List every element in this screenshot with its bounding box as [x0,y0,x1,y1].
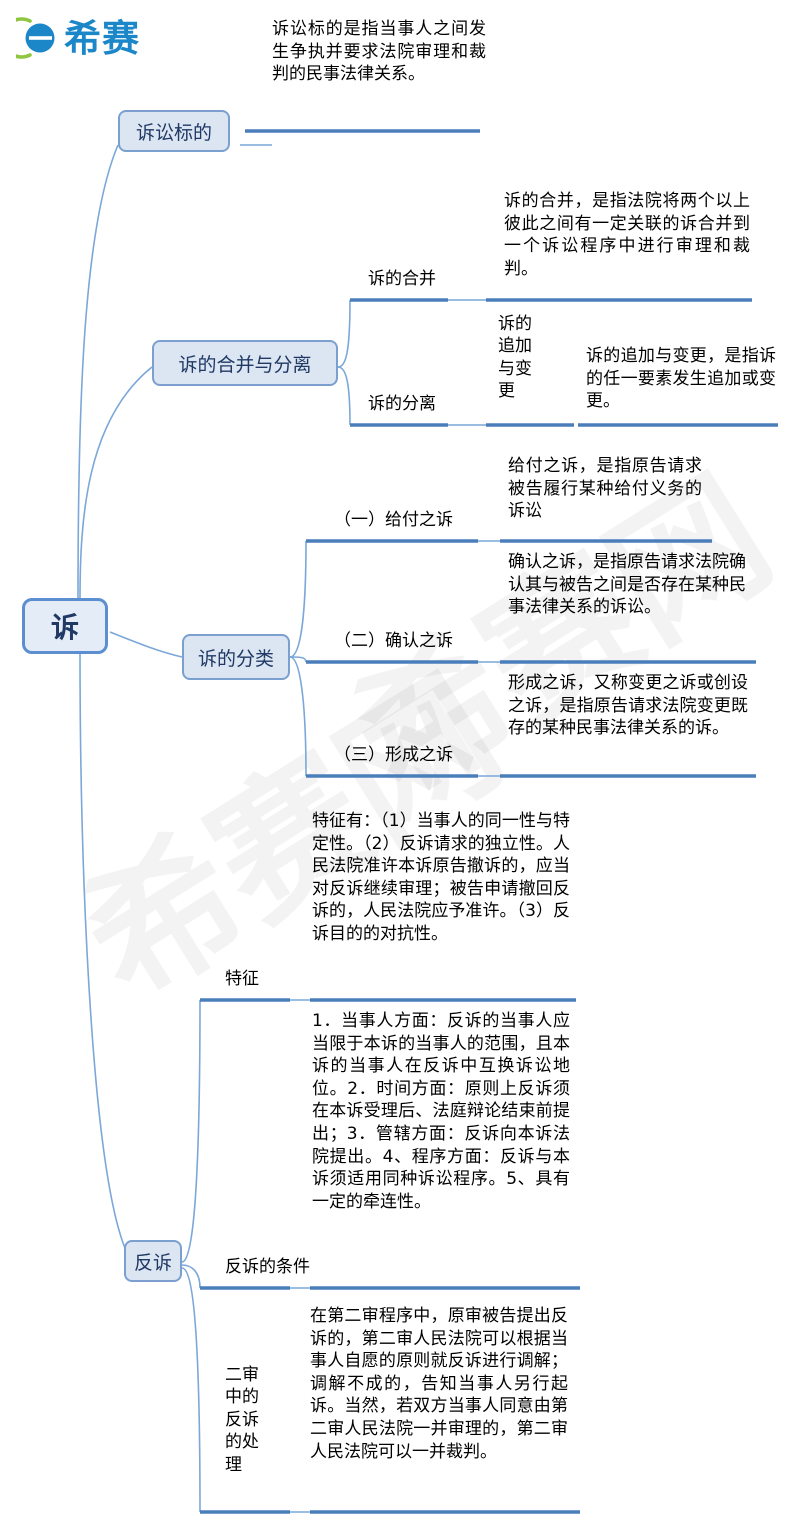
wire-fenlei-child-2 [289,656,307,663]
child-label-xingcheng-zhi-su: （三）形成之诉 [334,745,453,765]
detail-jifu-zhi-su: 给付之诉，是指原告请求被告履行某种给付义务的诉讼 [508,456,702,522]
child-label-ershen-fansu-chuli: 二审中的反诉的处理 [225,1365,259,1475]
wire-fansu-child-1 [181,999,201,1263]
branch-node-su-fenlei[interactable]: 诉的分类 [182,634,290,680]
detail-ershen-fansu-chuli: 在第二审程序中，原审被告提出反诉的，第二审人民法院可以根据当事人自愿的原则就反诉… [310,1306,568,1462]
detail-tezheng: 特征有：（1）当事人的同一性与特定性。（2）反诉请求的独立性。人民法院准许本诉原… [312,811,570,945]
wire-fenlei-child-3 [289,656,307,777]
detail-zhuijia-biangeng: 诉的追加与变更，是指诉的任一要素发生追加或变更。 [586,346,776,412]
detail-queren-zhi-su: 确认之诉，是指原告请求法院确认其与被告之间是否存在某种民事法律关系的诉讼。 [508,552,746,618]
detail-susong-biaode: 诉讼标的是指当事人之间发生争执并要求法院审理和裁判的民事法律关系。 [272,19,486,85]
branch-node-susong-biaode[interactable]: 诉讼标的 [118,110,230,152]
detail-fansu-tiaojian: 1．当事人方面：反诉的当事人应当限于本诉的当事人的范围，且本诉的当事人在反诉中互… [312,1011,570,1212]
wire-fansu-child-3 [181,1267,201,1513]
child-label-fenli: 诉的分离 [368,394,436,414]
wire-root-to-su-fenlei [109,631,183,658]
wire-fansu-child-2 [181,1264,201,1289]
brand-name: 希赛 [64,16,140,60]
detail-hebing: 诉的合并，是指法院将两个以上彼此之间有一定关联的诉合并到一个诉讼程序中进行审理和… [504,191,750,279]
wire-root-to-susong-biaode [77,144,119,601]
wire-fenlei-child-1 [289,540,307,658]
child-label-queren-zhi-su: （二）确认之诉 [334,631,453,651]
circle-dash-logo-icon [0,16,60,60]
wire-root-to-hebing-fenli [79,366,153,601]
detail-xingcheng-zhi-su: 形成之诉，又称变更之诉或创设之诉，是指原告请求法院变更既存的某种民事法律关系的诉… [508,673,748,739]
child-label-zhuijia-biangeng: 诉的追加与变更 [498,314,532,402]
wire-hebing-child-2 [337,366,351,426]
child-label-hebing: 诉的合并 [368,269,436,289]
child-label-fansu-tiaojian: 反诉的条件 [225,1257,310,1277]
branch-node-hebing-fenli[interactable]: 诉的合并与分离 [152,340,338,386]
brand-logo: 希赛 [0,16,140,60]
wire-root-to-fansu [79,651,129,1256]
branch-node-fansu[interactable]: 反诉 [124,1240,182,1282]
child-label-tezheng: 特征 [225,969,259,989]
wire-hebing-child-1 [337,299,351,368]
child-label-jifu-zhi-su: （一）给付之诉 [334,510,453,530]
root-node-su[interactable]: 诉 [22,598,108,654]
